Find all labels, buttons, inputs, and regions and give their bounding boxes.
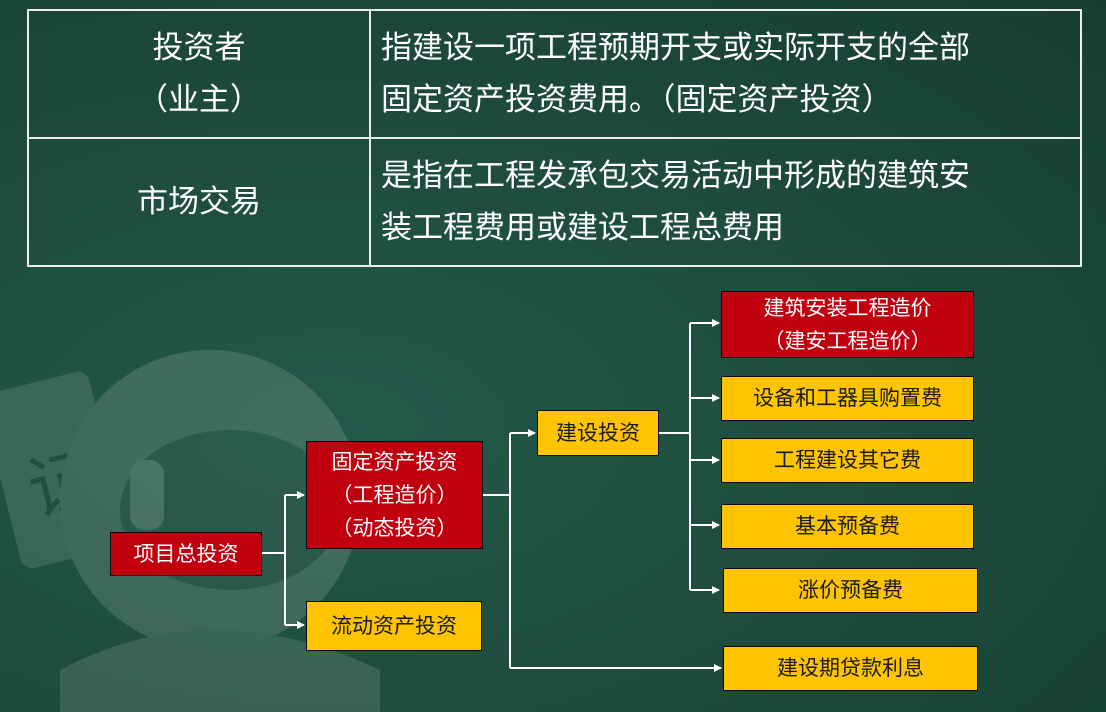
definition-term: 投资者 （业主） — [27, 9, 371, 139]
construction-installation-cost-box: 建筑安装工程造价 （建安工程造价） — [721, 291, 974, 358]
box-label: 涨价预备费 — [798, 578, 903, 602]
box-label-line: （建安工程造价） — [763, 328, 932, 353]
definition-description: 是指在工程发承包交易活动中形成的建筑安 装工程费用或建设工程总费用 — [369, 137, 1082, 267]
description-line: 指建设一项工程预期开支或实际开支的全部 — [381, 30, 970, 66]
project-total-investment-box: 项目总投资 — [110, 532, 262, 576]
construction-loan-interest-box: 建设期贷款利息 — [723, 646, 978, 691]
description-line: 是指在工程发承包交易活动中形成的建筑安 — [381, 158, 970, 194]
box-label: 工程建设其它费 — [774, 448, 921, 472]
box-label-line: （工程造价） — [331, 482, 458, 507]
definition-term: 市场交易 — [27, 137, 371, 267]
definition-row-investor: 投资者 （业主） 指建设一项工程预期开支或实际开支的全部 固定资产投资费用。（固… — [27, 9, 1082, 139]
definition-row-market: 市场交易 是指在工程发承包交易活动中形成的建筑安 装工程费用或建设工程总费用 — [27, 137, 1082, 267]
other-construction-cost-box: 工程建设其它费 — [721, 438, 974, 483]
term-line: 投资者 — [152, 30, 246, 66]
box-label: 基本预备费 — [795, 514, 900, 538]
box-label-line: （动态投资） — [331, 515, 458, 540]
description-line: 装工程费用或建设工程总费用 — [381, 210, 784, 246]
description-line: 固定资产投资费用。（固定资产投资） — [381, 82, 893, 118]
definition-table: 投资者 （业主） 指建设一项工程预期开支或实际开支的全部 固定资产投资费用。（固… — [27, 9, 1082, 267]
price-increase-reserve-box: 涨价预备费 — [723, 568, 978, 613]
fixed-assets-investment-box: 固定资产投资 （工程造价） （动态投资） — [306, 441, 483, 549]
box-label: 项目总投资 — [133, 541, 239, 566]
box-label-line: 固定资产投资 — [331, 449, 458, 474]
construction-investment-box: 建设投资 — [537, 410, 659, 456]
working-capital-investment-box: 流动资产投资 — [306, 601, 482, 651]
box-label: 设备和工器具购置费 — [753, 386, 942, 410]
basic-reserve-fund-box: 基本预备费 — [721, 504, 974, 549]
term-line: 市场交易 — [137, 184, 261, 220]
box-label: 建设投资 — [556, 420, 640, 445]
box-label: 建设期贷款利息 — [777, 656, 924, 680]
box-label-line: 建筑安装工程造价 — [763, 295, 932, 320]
box-label: 流动资产投资 — [331, 613, 457, 638]
equipment-purchase-cost-box: 设备和工器具购置费 — [721, 376, 974, 421]
definition-description: 指建设一项工程预期开支或实际开支的全部 固定资产投资费用。（固定资产投资） — [369, 9, 1082, 139]
term-line: （业主） — [137, 82, 261, 118]
